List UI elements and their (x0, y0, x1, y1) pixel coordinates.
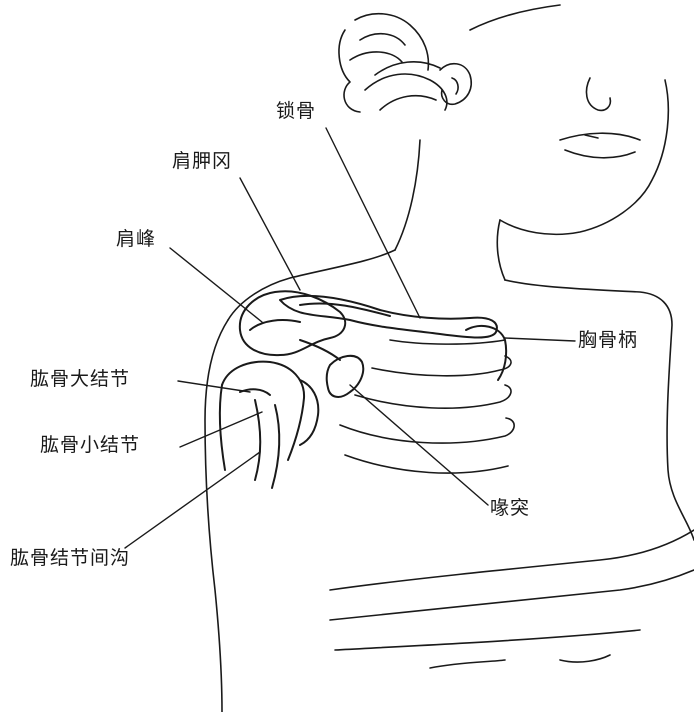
leader-manubrium (505, 338, 575, 341)
label-clavicle: 锁骨 (276, 102, 316, 121)
scapula-acromion (240, 291, 345, 360)
clavicle-bone (280, 296, 497, 338)
label-lesser-tubercle: 肱骨小结节 (40, 436, 140, 455)
label-coracoid: 喙突 (490, 499, 530, 518)
leader-groove (125, 452, 260, 548)
label-suprascapular-notch: 肩胛冈 (172, 152, 232, 171)
label-acromion: 肩峰 (116, 230, 156, 249)
leader-coracoid (350, 385, 488, 505)
label-greater-tubercle: 肱骨大结节 (30, 370, 130, 389)
leader-acromion (170, 248, 262, 322)
coracoid-process (327, 356, 364, 397)
leader-notch (240, 178, 300, 290)
humerus-head (220, 362, 318, 488)
sternum-manubrium (466, 326, 506, 380)
leader-greater (178, 381, 250, 392)
head-drawing (339, 5, 668, 280)
label-intertubercular-groove: 肱骨结节间沟 (10, 549, 130, 568)
leader-lines (125, 128, 575, 548)
label-manubrium: 胸骨柄 (578, 331, 638, 350)
rib-lines (340, 340, 514, 473)
